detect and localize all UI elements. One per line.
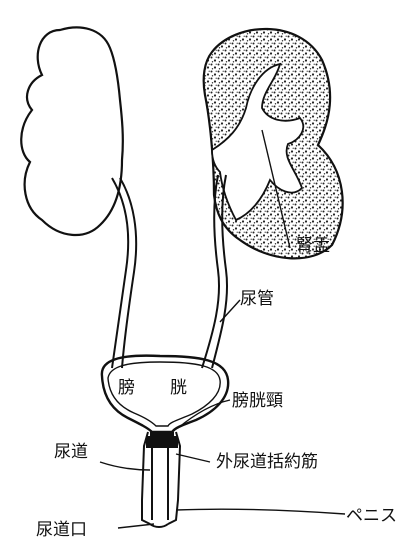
left-kidney [21,27,123,235]
label-urethra: 尿道 [54,442,88,462]
external-sphincter [146,436,178,448]
leader-ureter [220,300,240,322]
leader-penis [176,509,345,514]
label-external-sphincter: 外尿道括約筋 [216,452,318,472]
leader-sphincter [176,454,210,462]
label-ureter: 尿管 [240,289,274,309]
label-bladder-right: 胱 [170,378,187,398]
label-renal-pelvis: 腎盂 [296,236,330,256]
label-urethral-opening: 尿道口 [36,520,87,540]
label-bladder-neck: 膀胱頸 [232,391,283,411]
leader-urethral-opening [118,524,154,528]
label-bladder-left: 膀 [118,378,135,398]
label-penis: ペニス [346,506,397,526]
